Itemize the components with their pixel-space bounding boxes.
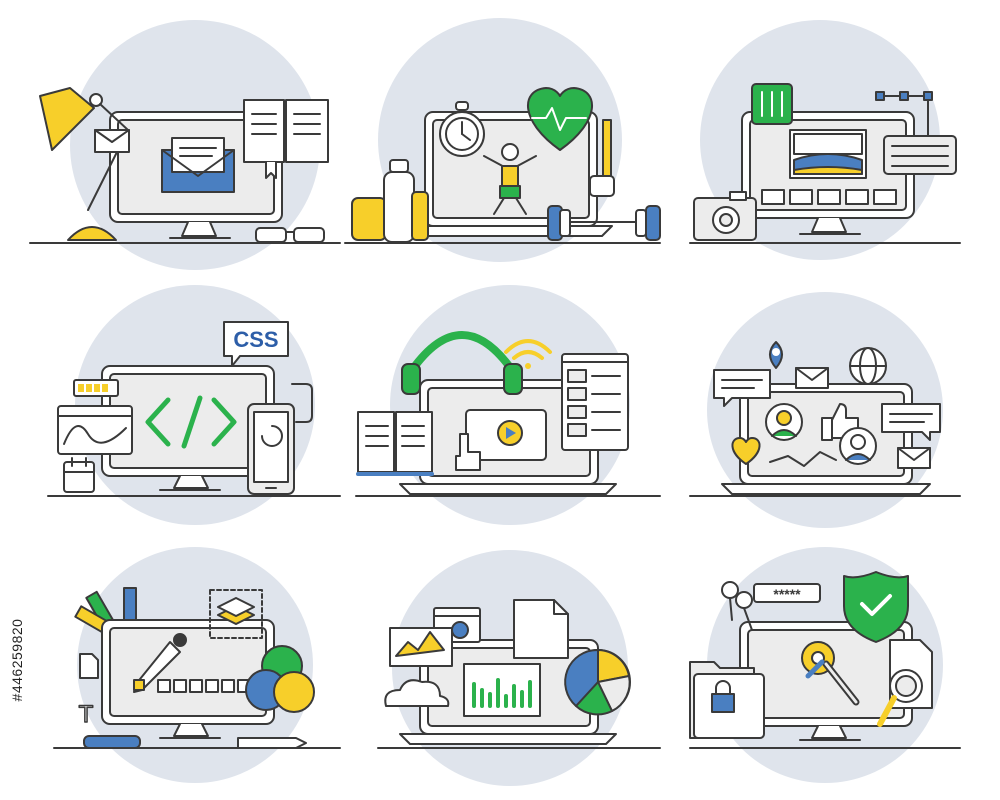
phone-refresh-icon — [247, 383, 313, 495]
document-icon — [79, 653, 99, 679]
pencil-icon — [237, 737, 307, 749]
pointer-hand-icon — [455, 433, 481, 471]
password-mask-label: ***** — [773, 586, 801, 602]
scene-web-development: CSS — [47, 285, 341, 525]
stock-id-text: #446259820 — [9, 618, 25, 702]
playlist-icon — [561, 353, 629, 451]
keys-icon — [721, 581, 753, 631]
color-swatch-row — [157, 679, 251, 693]
chat-bubble-icon — [881, 403, 941, 441]
water-bottle-icon — [351, 159, 429, 243]
pie-chart-icon — [564, 648, 631, 716]
battery-icon — [73, 379, 119, 397]
scene-fitness-workout — [344, 18, 661, 262]
glasses-icon — [255, 227, 325, 243]
camera-icon — [693, 191, 757, 241]
browser-window-wave-icon — [57, 405, 133, 455]
avatar-icon — [839, 427, 877, 465]
shield-check-icon — [843, 571, 909, 643]
text-tool-icon: T — [78, 700, 95, 729]
scene-data-analytics — [377, 550, 661, 786]
location-pin-icon — [769, 341, 783, 369]
stopwatch-icon — [439, 101, 485, 157]
eyedropper-icon — [133, 633, 187, 693]
filmstrip-thumbnails — [761, 189, 897, 205]
athlete-figure — [483, 143, 537, 215]
magnifier-icon — [877, 669, 923, 727]
globe-icon — [849, 347, 887, 385]
scene-email-workspace — [29, 20, 341, 270]
gear-wrench-icon — [801, 641, 860, 706]
scene-photo-editing — [689, 20, 961, 260]
video-player — [465, 409, 547, 461]
trend-line — [769, 451, 837, 467]
chat-bubble-icon — [713, 369, 771, 407]
headphones-icon — [401, 331, 523, 395]
wifi-icon — [504, 339, 552, 369]
monitor-icon — [739, 621, 913, 741]
bar-chart-icon — [463, 663, 541, 717]
play-button-icon — [506, 427, 516, 439]
line-chart-icon — [389, 627, 453, 667]
sliders-panel-icon — [883, 135, 957, 175]
stock-id-watermark: #446259820 — [6, 560, 28, 760]
image-icon — [789, 129, 867, 179]
open-book-icon — [243, 99, 329, 179]
envelope-icon — [94, 129, 130, 153]
document-icon — [513, 599, 569, 659]
css-badge-label: CSS — [233, 327, 278, 352]
envelope-icon — [161, 137, 235, 193]
envelope-icon — [795, 367, 829, 389]
envelope-icon — [897, 447, 931, 469]
css-badge-icon: CSS — [223, 321, 289, 367]
bezier-icon — [875, 91, 933, 137]
avatar-icon — [765, 403, 803, 441]
measuring-tape-icon — [589, 119, 615, 197]
color-wheel-icon — [245, 645, 315, 713]
heart-pulse-icon — [526, 87, 594, 151]
scene-graphic-design: T — [53, 547, 341, 783]
scene-social-network — [689, 292, 961, 528]
heart-icon — [731, 437, 761, 465]
open-book-icon — [356, 411, 434, 476]
scene-cyber-security: ***** — [689, 547, 961, 783]
cloud-icon — [384, 679, 450, 707]
scene-online-learning — [355, 285, 661, 525]
calendar-icon — [63, 457, 95, 493]
monitor-icon — [101, 365, 275, 491]
layers-icon — [209, 589, 263, 639]
password-field-icon: ***** — [753, 583, 821, 603]
text-tool-label: T — [79, 701, 94, 728]
sliders-icon — [751, 83, 793, 125]
code-brackets-icon — [145, 395, 237, 449]
padlock-folder-icon — [689, 661, 765, 739]
dumbbell-icon — [547, 205, 661, 241]
marker-icon — [83, 735, 141, 749]
